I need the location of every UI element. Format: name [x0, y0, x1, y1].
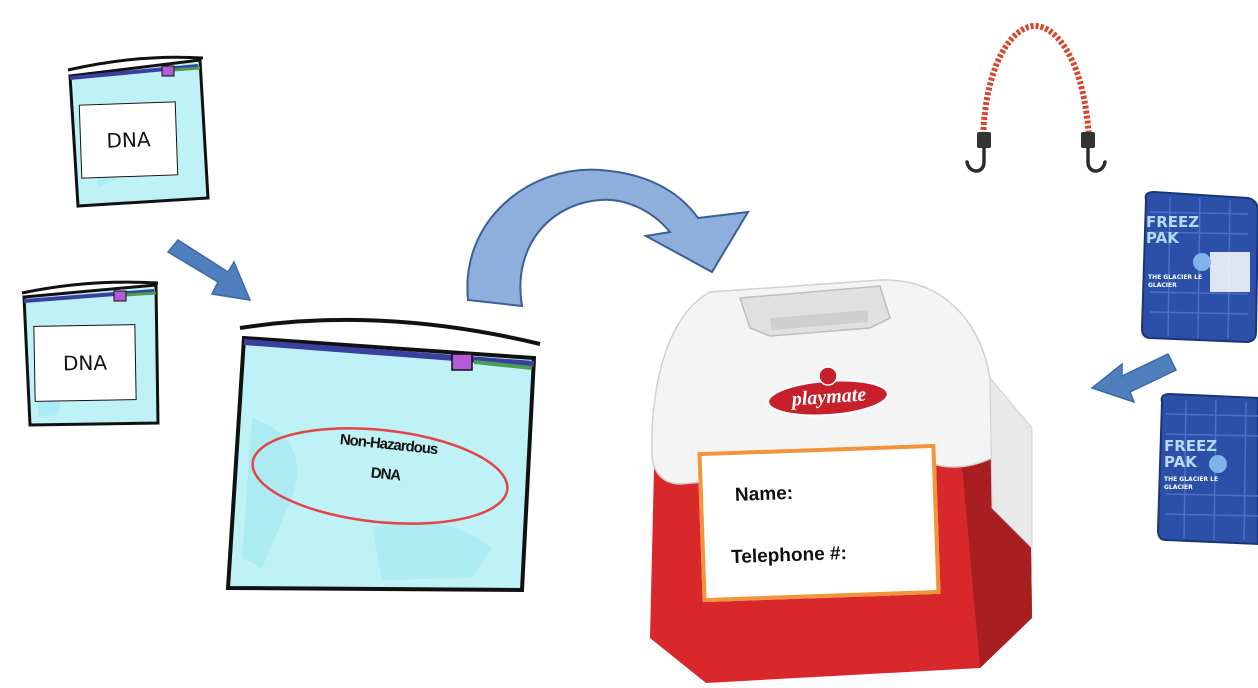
- ice-pack-subtitle: THE GLACIER LE GLACIER: [1164, 476, 1224, 492]
- large-zip-bag: Non-Hazardous DNA: [222, 298, 552, 603]
- cooler-label: Name: Telephone #:: [697, 444, 940, 602]
- bungee-cord-icon: [955, 22, 1115, 182]
- label-name: Name:: [735, 483, 794, 507]
- ice-pack-subtitle: THE GLACIER LE GLACIER: [1148, 274, 1208, 290]
- label-telephone: Telephone #:: [731, 543, 847, 569]
- bag-label: DNA: [79, 101, 179, 178]
- ice-pack-brand: FREEZ PAK: [1164, 438, 1220, 470]
- bag-label: DNA: [33, 324, 136, 402]
- arrow-left-icon: [1088, 348, 1182, 412]
- small-zip-bag-2: DNA: [18, 275, 178, 435]
- ice-pack-1: FREEZ PAK THE GLACIER LE GLACIER: [1140, 192, 1258, 342]
- ice-pack-2: FREEZ PAK THE GLACIER LE GLACIER: [1156, 394, 1258, 546]
- small-zip-bag-1: DNA: [58, 48, 218, 213]
- ice-pack-brand: FREEZ PAK: [1146, 214, 1202, 246]
